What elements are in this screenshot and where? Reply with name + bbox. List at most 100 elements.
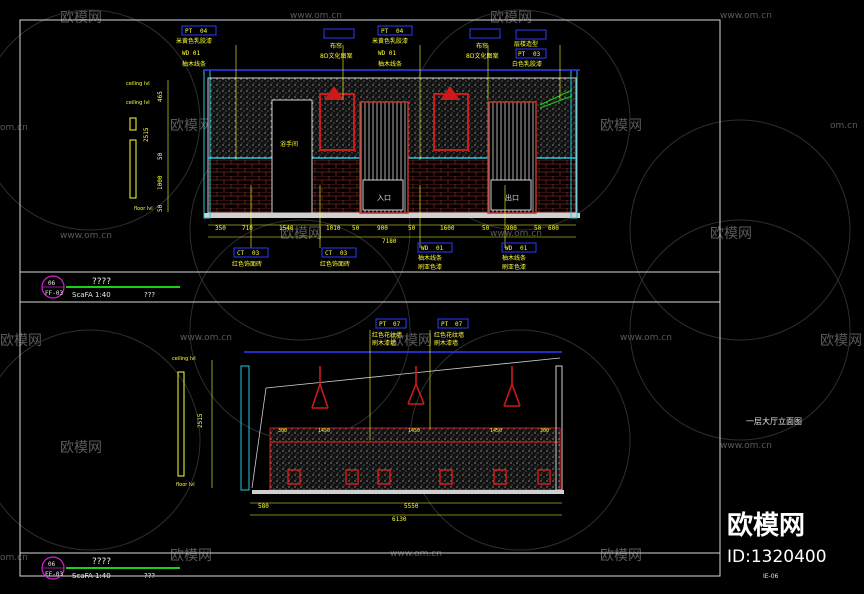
watermark-url: www.om.cn bbox=[180, 333, 232, 343]
svg-text:03: 03 bbox=[533, 51, 541, 58]
watermark-url: www.om.cn bbox=[290, 11, 342, 21]
watermark-url: www.om.cn bbox=[490, 229, 542, 239]
svg-text:300: 300 bbox=[278, 428, 287, 434]
title-block-2: 06 FF-03 ???? ScaFA 1:40 ??? bbox=[41, 556, 180, 580]
svg-text:1010: 1010 bbox=[326, 225, 341, 232]
svg-text:FF-03: FF-03 bbox=[45, 290, 63, 297]
svg-text:50: 50 bbox=[157, 204, 164, 212]
chair-icon bbox=[537, 469, 551, 485]
svg-text:????: ???? bbox=[92, 557, 111, 567]
svg-text:1450: 1450 bbox=[318, 428, 330, 434]
svg-text:刷亚色漆: 刷亚色漆 bbox=[502, 263, 526, 271]
svg-text:柚木线条: 柚木线条 bbox=[182, 60, 206, 68]
svg-text:CT: CT bbox=[325, 250, 333, 257]
svg-text:布帘: 布帘 bbox=[476, 42, 488, 50]
svg-text:柚木线条: 柚木线条 bbox=[502, 254, 526, 262]
svg-text:红色饰面砖: 红色饰面砖 bbox=[320, 260, 350, 268]
svg-text:ceiling lvl: ceiling lvl bbox=[172, 356, 196, 362]
callout-curtain-a: 布帘 8D文化图案 bbox=[320, 28, 355, 60]
svg-text:ceiling lvl: ceiling lvl bbox=[126, 100, 150, 106]
chair-icon bbox=[377, 469, 391, 485]
svg-text:floor lvl: floor lvl bbox=[134, 206, 153, 212]
svg-text:WD: WD bbox=[505, 245, 513, 252]
svg-text:01: 01 bbox=[520, 245, 528, 252]
svg-text:FF-03: FF-03 bbox=[45, 571, 63, 578]
svg-text:300: 300 bbox=[540, 428, 549, 434]
counter-body bbox=[269, 441, 561, 491]
elevation-1: 浴手间 入口 出口 PT 04 米黄色 bbox=[41, 25, 580, 299]
watermark-brand: 欧模网 bbox=[390, 333, 432, 349]
elevation-2: PT 07 红色花纹墙 刷木漆墙 PT 07 红色花纹墙 刷木漆墙 300 14… bbox=[41, 318, 564, 580]
watermark-brand: 欧模网 bbox=[170, 548, 212, 564]
svg-text:PT: PT bbox=[381, 28, 389, 35]
restroom-note: 浴手间 bbox=[280, 140, 298, 148]
watermark-brand: 欧模网 bbox=[0, 333, 42, 349]
svg-text:07: 07 bbox=[393, 321, 401, 328]
callout-pt03: 层楼造型 PT 03 白色乳胶漆 bbox=[512, 29, 547, 68]
watermark-brand: 欧模网 bbox=[820, 333, 862, 349]
watermark-brand: 欧模网 bbox=[60, 440, 102, 456]
left-level-marks-2: ceiling lvl floor lvl 2515 bbox=[172, 356, 213, 488]
svg-text:WD: WD bbox=[421, 245, 429, 252]
chair-icon bbox=[345, 469, 359, 485]
exit-label: 出口 bbox=[505, 193, 519, 202]
brand-id: ID:1320400 bbox=[727, 547, 827, 567]
bottom-dims-2: 580 5550 6130 bbox=[250, 502, 562, 523]
watermark-brand: 欧模网 bbox=[60, 10, 102, 26]
watermark-brand: 欧模网 bbox=[490, 10, 532, 26]
svg-text:PT: PT bbox=[185, 28, 193, 35]
svg-text:600: 600 bbox=[548, 225, 559, 232]
svg-text:580: 580 bbox=[258, 503, 269, 510]
svg-text:1450: 1450 bbox=[408, 428, 420, 434]
svg-text:900: 900 bbox=[506, 225, 517, 232]
svg-text:红色饰面砖: 红色饰面砖 bbox=[232, 260, 262, 268]
svg-text:WD 01: WD 01 bbox=[182, 50, 200, 57]
chairs bbox=[287, 469, 551, 485]
svg-text:????: ???? bbox=[92, 277, 111, 287]
svg-text:红色花纹墙: 红色花纹墙 bbox=[372, 331, 402, 339]
bottom-tags: CT 03 红色饰面砖 CT 03 红色饰面砖 WD 01 柚木线条 刷亚色漆 … bbox=[232, 242, 537, 271]
svg-text:2515: 2515 bbox=[197, 413, 204, 428]
svg-text:2515: 2515 bbox=[143, 127, 150, 142]
ceiling-slope bbox=[265, 357, 561, 389]
svg-text:03: 03 bbox=[252, 250, 260, 257]
svg-text:07: 07 bbox=[455, 321, 463, 328]
doorway-restroom bbox=[271, 99, 313, 214]
watermark-url: www.om.cn bbox=[60, 231, 112, 241]
svg-text:???: ??? bbox=[144, 291, 155, 299]
chair-icon bbox=[439, 469, 453, 485]
svg-text:刷木漆墙: 刷木漆墙 bbox=[434, 339, 458, 347]
sheet-frame bbox=[19, 19, 721, 577]
callout-pt07-b: PT 07 红色花纹墙 刷木漆墙 bbox=[434, 318, 469, 347]
sheet-number: IE-06 bbox=[763, 573, 779, 580]
entrance-label: 入口 bbox=[377, 194, 391, 202]
svg-text:CT: CT bbox=[237, 250, 245, 257]
brand-logo-large: 欧模网 bbox=[727, 510, 805, 541]
watermark-url: om.cn bbox=[830, 121, 858, 131]
svg-text:350: 350 bbox=[215, 225, 226, 232]
svg-text:50: 50 bbox=[157, 152, 164, 160]
svg-text:01: 01 bbox=[436, 245, 444, 252]
svg-text:floor lvl: floor lvl bbox=[176, 482, 195, 488]
svg-text:布帘: 布帘 bbox=[330, 42, 342, 50]
svg-text:710: 710 bbox=[242, 225, 253, 232]
callout-pt07-a: PT 07 红色花纹墙 刷木漆墙 bbox=[372, 318, 407, 347]
svg-text:ScaFA 1:40: ScaFA 1:40 bbox=[72, 291, 111, 299]
watermark-url: www.om.cn bbox=[720, 11, 772, 21]
left-wall-column bbox=[240, 365, 250, 491]
svg-text:PT: PT bbox=[379, 321, 387, 328]
svg-text:04: 04 bbox=[200, 28, 208, 35]
callout-pt04-b: PT 04 米黄色乳胶漆 WD 01 柚木线条 bbox=[372, 25, 413, 68]
title-block-1: 06 FF-03 ???? ScaFA 1:40 ??? bbox=[41, 275, 180, 299]
lamp-icon bbox=[407, 366, 425, 405]
svg-text:50: 50 bbox=[408, 225, 416, 232]
svg-text:465: 465 bbox=[157, 91, 164, 102]
svg-text:层楼造型: 层楼造型 bbox=[514, 40, 538, 48]
vertical-dims: 465 2515 50 1000 50 bbox=[143, 80, 169, 212]
svg-text:柚木线条: 柚木线条 bbox=[378, 60, 402, 68]
total-width-dim: 7180 bbox=[382, 238, 397, 245]
chair-icon bbox=[287, 469, 301, 485]
svg-text:刷亚色漆: 刷亚色漆 bbox=[418, 263, 442, 271]
callout-pt04-a: PT 04 米黄色乳胶漆 WD 01 柚木线条 bbox=[176, 25, 217, 68]
